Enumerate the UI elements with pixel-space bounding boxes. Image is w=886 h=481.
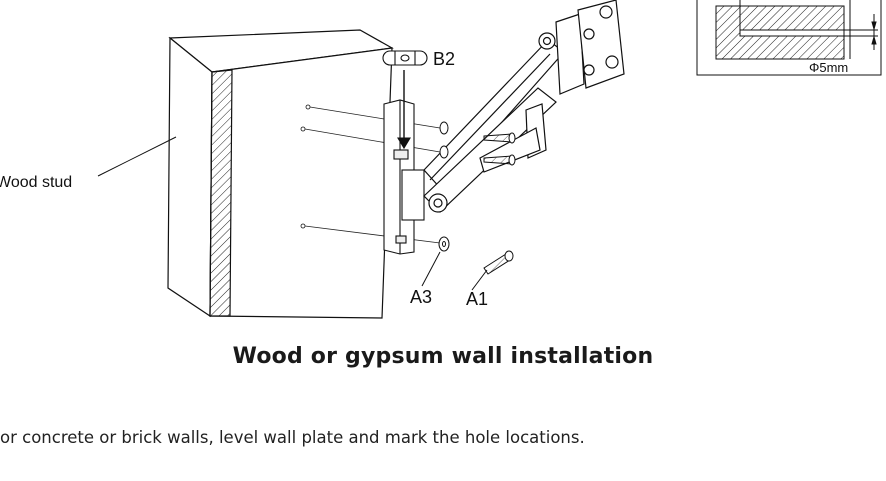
screw-middle — [439, 145, 516, 166]
a1-leader — [471, 269, 488, 291]
wall-plate — [383, 99, 425, 255]
b2-part — [382, 50, 428, 150]
mounting-arm — [423, 0, 625, 213]
wood-stud-leader — [97, 136, 177, 177]
a3-label: A3 — [410, 287, 432, 307]
washer-a3 — [438, 236, 450, 252]
section-heading: Wood or gypsum wall installation — [232, 344, 654, 369]
b2-label: B2 — [433, 49, 455, 69]
guide-lines — [304, 106, 441, 244]
a1-label: A1 — [466, 289, 488, 309]
hole-size-label: Φ5mm — [809, 60, 848, 75]
a3-leader — [421, 251, 441, 287]
wood-stud-label: Wood stud — [0, 174, 72, 191]
screw-upper — [439, 121, 516, 144]
wall-block — [167, 29, 394, 319]
wood-stud-hatch — [209, 69, 233, 317]
screw-a1 — [483, 250, 514, 275]
instruction-text: or concrete or brick walls, level wall p… — [0, 428, 585, 447]
hole-detail-box — [696, 0, 882, 76]
